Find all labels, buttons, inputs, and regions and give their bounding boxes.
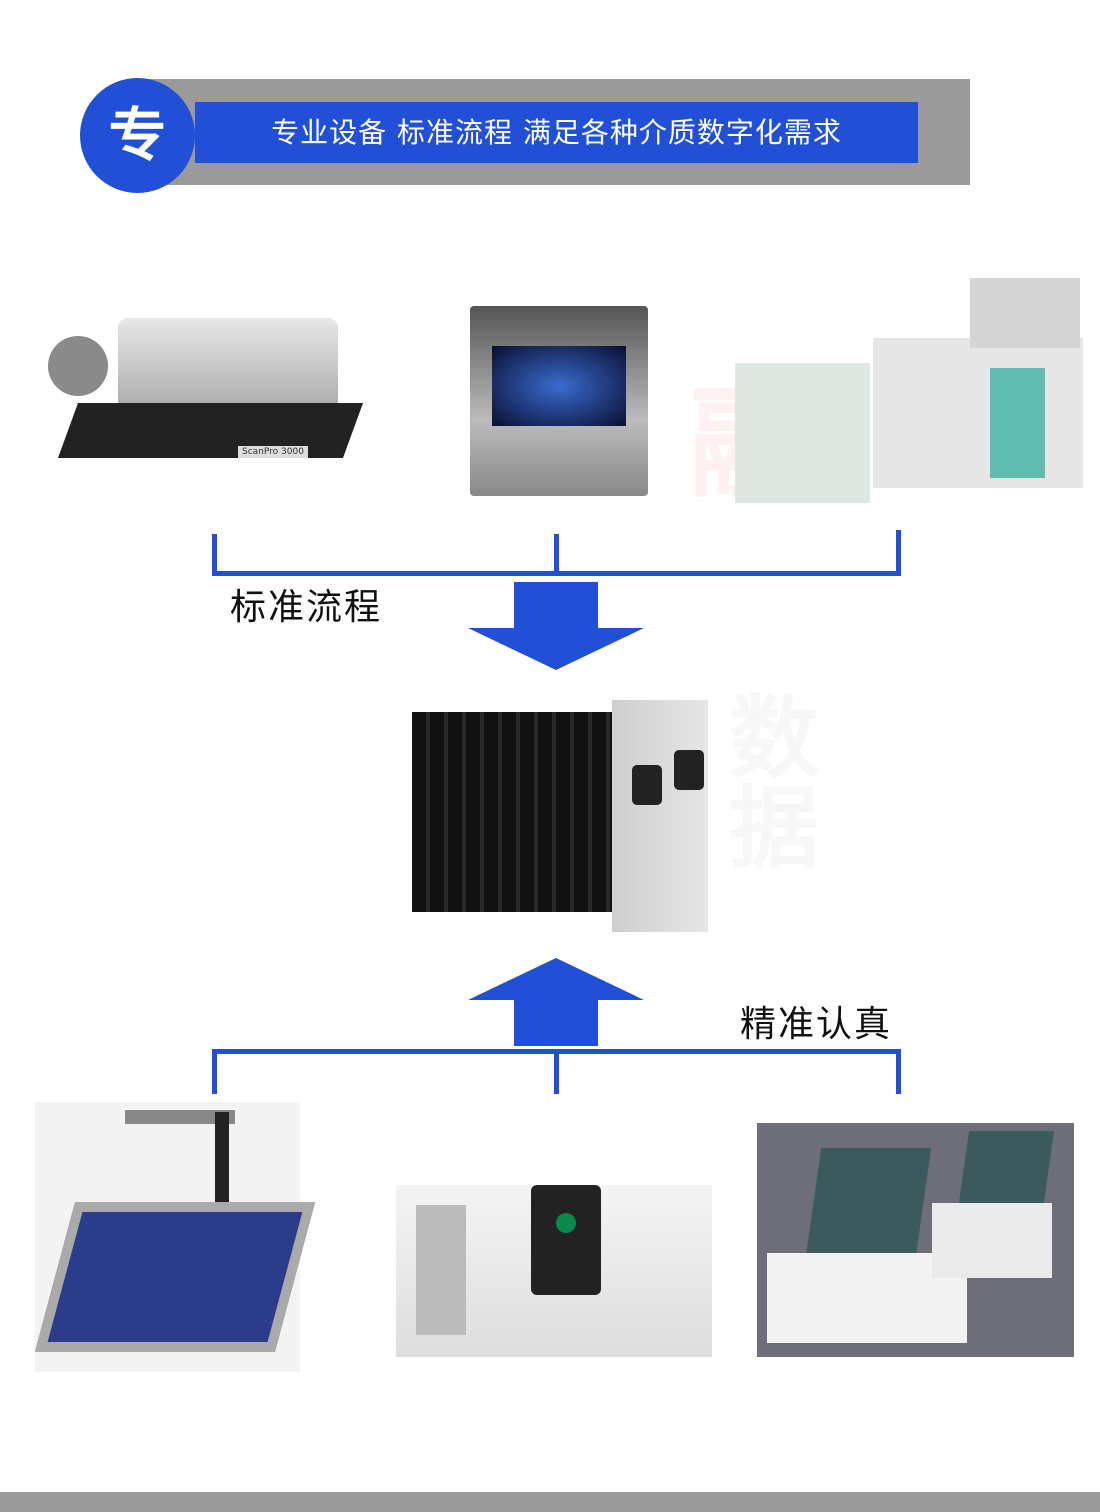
label-precise: 精准认真 xyxy=(740,1004,893,1045)
photo-lab-system-image xyxy=(735,278,1083,518)
arrow-down-icon xyxy=(468,582,644,670)
connector-line xyxy=(554,1049,559,1094)
blade-server-image xyxy=(412,700,708,932)
connector-line xyxy=(896,530,901,576)
label-standard-process: 标准流程 xyxy=(230,587,383,628)
flatbed-scanner-image xyxy=(470,306,648,496)
arrow-up-icon xyxy=(468,958,644,1046)
connector-line xyxy=(896,1049,901,1094)
footer-band xyxy=(0,1492,1100,1512)
watermark: 数据 xyxy=(713,690,818,870)
header-badge: 专 xyxy=(80,78,195,193)
overhead-scanner-image xyxy=(34,1102,316,1372)
model-label: ScanPro 3000 xyxy=(238,446,308,458)
xray-film-scanner-image xyxy=(757,1123,1074,1357)
connector-line xyxy=(212,1049,217,1094)
connector-line xyxy=(554,534,559,576)
header-title: 专业设备 标准流程 满足各种介质数字化需求 xyxy=(195,102,918,163)
microfilm-scanner-image: ScanPro 3000 xyxy=(48,318,364,478)
connector-line xyxy=(212,534,217,576)
wide-format-scanner-image xyxy=(396,1185,712,1357)
connector-line xyxy=(212,571,901,576)
